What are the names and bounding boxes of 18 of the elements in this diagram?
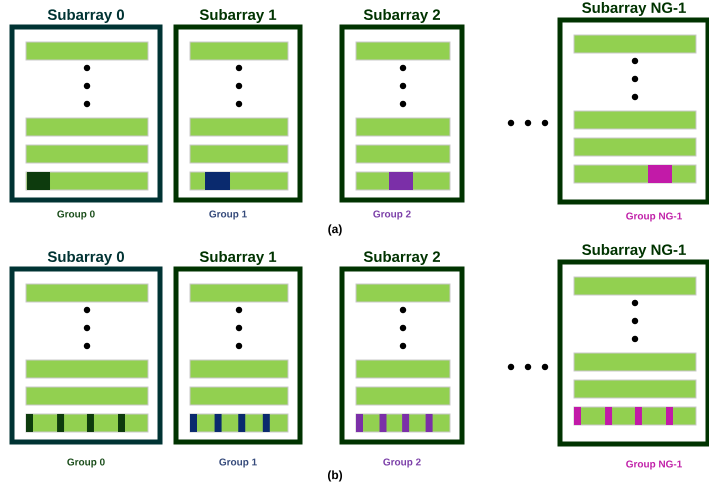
group-label: Group NG-1 <box>626 460 682 470</box>
group-label: Group 1 <box>219 458 257 468</box>
node-label: Subarray NG-1 <box>582 2 686 16</box>
panel-label: (b) <box>328 470 342 482</box>
node-label: Subarray NG-1 <box>582 244 686 258</box>
node-label: Subarray 2 <box>364 251 440 265</box>
group-label: Group 2 <box>383 458 421 468</box>
node-label: Subarray 2 <box>364 9 440 23</box>
node-label: Subarray 0 <box>48 9 124 23</box>
group-label: Group 1 <box>209 210 247 220</box>
group-label: Group 0 <box>67 458 105 468</box>
node-label: Subarray 1 <box>200 251 276 265</box>
node-label: Subarray 0 <box>48 251 124 265</box>
panel-label: (a) <box>328 224 342 236</box>
node-label: Subarray 1 <box>200 9 276 23</box>
group-label: Group 2 <box>373 210 411 220</box>
group-label: Group 0 <box>57 210 95 220</box>
group-label: Group NG-1 <box>626 212 682 222</box>
